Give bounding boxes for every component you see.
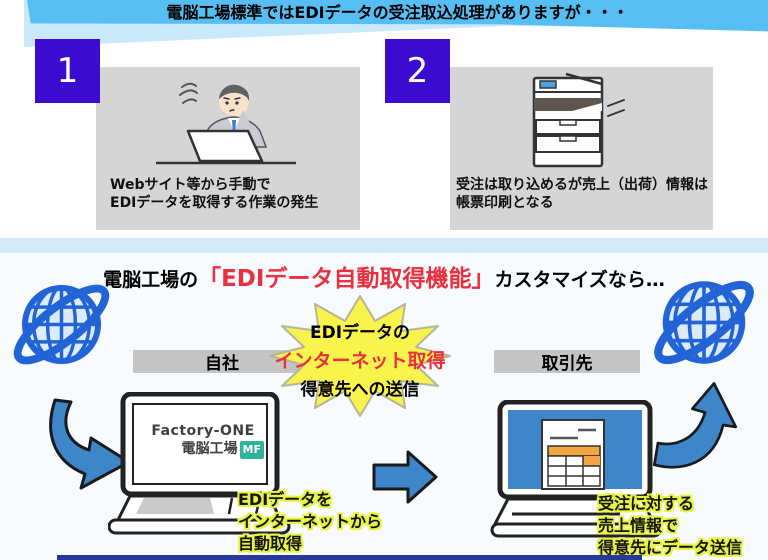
internet-globe-icon bbox=[654, 280, 754, 365]
left-note-line2: インターネットから bbox=[238, 512, 383, 531]
laptop-base bbox=[490, 522, 662, 538]
laptop-base bbox=[108, 518, 291, 535]
company-label-bar: 自社 bbox=[133, 350, 311, 374]
frustration-scribble-icon bbox=[179, 82, 198, 104]
curved-arrow-up-right-icon bbox=[652, 382, 738, 469]
step2-panel: 受注は取り込めるが売上（出荷）情報は 帳票印刷となる bbox=[450, 67, 713, 230]
top-banner-text: 電脳工場標準ではEDIデータの受注取込処理がありますが・・・ bbox=[166, 3, 629, 22]
step1-number: 1 bbox=[56, 51, 79, 91]
printer-drawer-handle bbox=[559, 135, 577, 142]
left-note-line1: EDIデータを bbox=[238, 490, 333, 509]
laptop-deck-line bbox=[227, 497, 234, 515]
right-note: 受注に対する 売上情報で 得意先にデータ送信 bbox=[598, 493, 742, 559]
printer-illustration bbox=[532, 72, 625, 168]
worker-eye bbox=[225, 101, 229, 105]
partner-label-bar: 取引先 bbox=[494, 350, 640, 374]
solution-title-suffix: カスタマイズなら… bbox=[494, 269, 665, 291]
laptop-deck-line bbox=[254, 497, 262, 515]
solution-title-prefix: 電脳工場の bbox=[103, 269, 199, 291]
step2-caption: 受注は取り込めるが売上（出荷）情報は 帳票印刷となる bbox=[456, 176, 708, 212]
step2-number: 2 bbox=[406, 51, 429, 91]
left-note-line3: 自動取得 bbox=[238, 534, 303, 553]
step2-number-badge: 2 bbox=[385, 39, 450, 103]
solution-title-highlight: 「EDIデータ自動取得機能」 bbox=[198, 266, 495, 292]
printer-screen bbox=[539, 80, 557, 89]
printer-top-slant bbox=[565, 72, 603, 86]
laptop-touchpad bbox=[136, 498, 214, 514]
right-note-line2: 売上情報で bbox=[598, 516, 679, 535]
step1-panel: Webサイト等から手動で EDIデータを取得する作業の発生 bbox=[96, 67, 360, 230]
worker-eye bbox=[235, 101, 239, 105]
burst-line3: 得意先への送信 bbox=[300, 380, 420, 400]
right-note-line1: 受注に対する bbox=[598, 494, 695, 513]
printer-drawer-handle bbox=[559, 119, 577, 126]
partner-label: 取引先 bbox=[541, 354, 593, 374]
step2-caption-line2: 帳票印刷となる bbox=[456, 195, 554, 211]
mf-badge: MF bbox=[239, 441, 264, 459]
starburst-shape bbox=[269, 295, 451, 417]
right-arrow-icon bbox=[372, 450, 438, 504]
section-divider bbox=[0, 238, 768, 253]
logo-line1: Factory-ONE bbox=[151, 423, 255, 439]
internet-globe-icon bbox=[13, 284, 110, 365]
step2-caption-line1: 受注は取り込めるが売上（出荷）情報は bbox=[456, 177, 708, 193]
step1-caption: Webサイト等から手動で EDIデータを取得する作業の発生 bbox=[110, 176, 318, 212]
confused-worker-illustration bbox=[156, 82, 296, 165]
logo-line2-text: 電脳工場 bbox=[181, 441, 238, 457]
printer-band-notch bbox=[572, 103, 602, 111]
laptop-order-screen-illustration bbox=[490, 400, 662, 538]
table-grid-lines bbox=[548, 456, 600, 486]
worker-hand bbox=[234, 108, 242, 116]
right-note-line3: 得意先にデータ送信 bbox=[598, 538, 743, 557]
bottom-navy-bar bbox=[57, 555, 642, 560]
step1-number-badge: 1 bbox=[35, 39, 100, 103]
step1-caption-line1: Webサイト等から手動で bbox=[110, 177, 271, 193]
table-orange-cell bbox=[583, 456, 600, 466]
laptop-icon bbox=[186, 129, 264, 163]
company-label: 自社 bbox=[205, 354, 239, 374]
left-note: EDIデータを インターネットから 自動取得 bbox=[238, 489, 382, 555]
burst-line1: EDIデータの bbox=[309, 323, 411, 343]
worker-hair bbox=[219, 84, 250, 101]
paper-eject-lines bbox=[607, 99, 625, 117]
solution-title: 電脳工場の 「EDIデータ自動取得機能」 カスタマイズなら… bbox=[0, 259, 768, 293]
burst-line2: インターネット取得 bbox=[274, 350, 446, 372]
table-header-row bbox=[547, 445, 601, 457]
step1-caption-line2: EDIデータを取得する作業の発生 bbox=[110, 195, 319, 211]
